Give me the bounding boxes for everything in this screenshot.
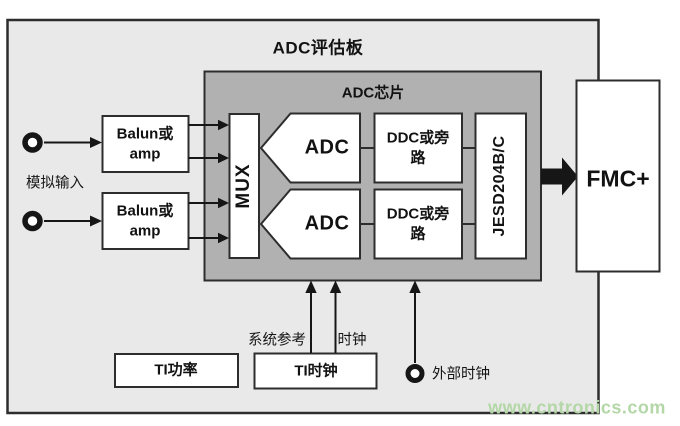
jesd-box xyxy=(474,112,527,260)
input-arrow-bottom xyxy=(44,215,102,227)
balun-to-mux-arrow-3 xyxy=(188,197,229,209)
sysref-label: 系统参考 xyxy=(248,332,306,349)
ti-power-label: TI功率 xyxy=(154,361,198,379)
analog-input-port-top xyxy=(22,132,43,153)
clock-label: 时钟 xyxy=(337,332,367,349)
jesd-label: JESD204B/C xyxy=(491,135,508,237)
analog-input-port-bottom xyxy=(22,210,43,232)
ti-power-box xyxy=(114,353,239,388)
chip-to-fmc-arrow xyxy=(541,157,578,196)
ddc-top-line1: DDC或旁 xyxy=(386,129,450,147)
ddc-bottom-line2: 路 xyxy=(410,225,426,242)
balun-to-mux-arrow-2 xyxy=(188,152,229,164)
ddc-box-top xyxy=(373,112,463,184)
balun-top-line1: Balun或 xyxy=(116,125,174,143)
balun-amp-label-top: Balun或 amp xyxy=(117,125,174,164)
ddc-label-bottom: DDC或旁 路 xyxy=(387,205,450,244)
adc-label-bottom: ADC xyxy=(304,212,350,235)
watermark: www.cntronics.com xyxy=(488,397,666,418)
fmc-label: FMC+ xyxy=(586,165,650,192)
balun-amp-box-top xyxy=(101,115,190,173)
ddc-label-top: DDC或旁 路 xyxy=(387,129,450,168)
ext-clock-label: 外部时钟 xyxy=(432,366,490,383)
balun-to-mux-arrow-4 xyxy=(188,232,229,244)
ti-clock-label: TI时钟 xyxy=(294,362,338,380)
clock-arrow xyxy=(329,280,342,353)
analog-input-label: 模拟输入 xyxy=(26,175,84,192)
balun-top-line2: amp xyxy=(129,145,161,162)
balun-bottom-line2: amp xyxy=(129,222,161,239)
balun-amp-label-bottom: Balun或 amp xyxy=(117,202,174,241)
board-title: ADC评估板 xyxy=(272,38,364,58)
ddc-bottom-line1: DDC或旁 xyxy=(386,205,450,223)
ext-clock-arrow xyxy=(409,280,421,363)
balun-to-mux-arrow-1 xyxy=(188,119,229,131)
adc-label-top: ADC xyxy=(304,136,350,159)
ti-clock-box xyxy=(253,352,378,390)
chip-title: ADC芯片 xyxy=(341,84,405,102)
input-arrow-top xyxy=(44,137,102,148)
fmc-box xyxy=(575,79,661,273)
mux-label: MUX xyxy=(233,163,254,209)
sysref-arrow xyxy=(305,280,317,353)
balun-amp-box-bottom xyxy=(101,192,190,250)
mux-box xyxy=(228,113,260,259)
ddc-box-bottom xyxy=(373,188,463,260)
balun-bottom-line1: Balun或 xyxy=(116,202,174,220)
ext-clock-port xyxy=(405,364,425,383)
ddc-top-line2: 路 xyxy=(410,149,426,166)
